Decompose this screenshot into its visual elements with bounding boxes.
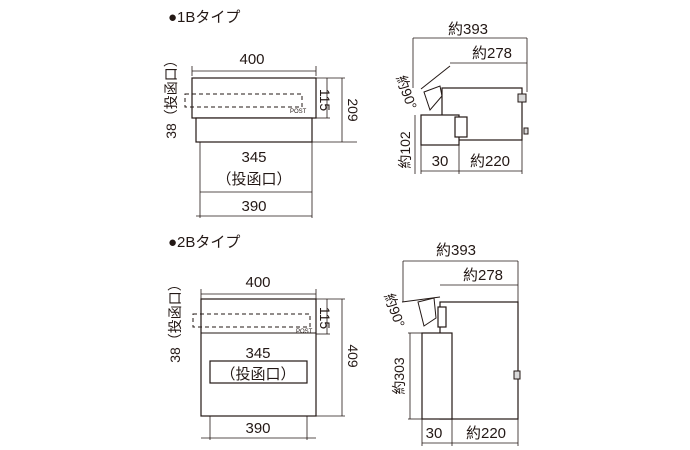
type1-slot-height-label: 38（投函口）: [163, 53, 179, 139]
type1-front-view: 400 POST 115 209 38（投函口） 345 （投函口） 390: [163, 51, 361, 218]
type1-front-depth: 30: [432, 153, 449, 170]
type2-depth-total: 約393: [436, 242, 476, 259]
type2-title: ●2Bタイプ: [168, 234, 240, 251]
type1-lid: [191, 77, 317, 119]
type1-width-bottom: 390: [241, 198, 266, 215]
type2-height: 約303: [391, 357, 407, 395]
type1-side-view: 約393 約278 約90° 約102 30 約220: [393, 21, 529, 174]
type1-height-slot: 115: [317, 89, 333, 112]
type1-depth-body: 約278: [472, 45, 512, 62]
type1-width-top: 400: [239, 51, 264, 68]
type2-angle: 約90°: [381, 291, 408, 330]
type1-body: [195, 117, 313, 143]
type2-rear-depth: 約220: [466, 425, 506, 442]
type1-post-mark: POST: [290, 109, 307, 115]
type1-slot-width: 345: [241, 149, 266, 166]
type2-height-total: 409: [345, 344, 361, 368]
type2-width-top: 400: [245, 274, 270, 291]
type1-height: 約102: [397, 131, 413, 169]
type1-slot-dashed: [184, 93, 303, 108]
type2-slot-width: 345: [245, 345, 270, 362]
type2-side-body: [439, 301, 519, 420]
type1-angle: 約90°: [393, 73, 420, 112]
type2-side-view: 約393 約278 約90° 約303 30 約220: [381, 242, 521, 446]
type1-height-total: 209: [345, 98, 361, 122]
type1-lid-open: [420, 65, 451, 90]
type2-slot-height-label: 38（投函口）: [167, 277, 183, 363]
type2-slot-label-box: [209, 360, 308, 384]
type1-rear-depth: 約220: [470, 153, 510, 170]
type1-depth-total: 約393: [448, 21, 488, 38]
type2-depth-body: 約278: [463, 267, 503, 284]
type2-side-front: [421, 332, 453, 420]
type1-slot-label: （投函口）: [216, 171, 291, 188]
type2-height-slot: 115: [317, 307, 333, 330]
type1-side-front: [420, 114, 460, 146]
type2-slot-dashed: [192, 313, 311, 328]
type2-front-depth: 30: [426, 425, 443, 442]
type2-slot-label: （投函口）: [220, 366, 295, 383]
type2-width-bottom: 390: [245, 420, 270, 437]
type1-title: ●1Bタイプ: [168, 9, 240, 26]
type2-body: [200, 298, 317, 417]
type2-post-mark: POST: [296, 329, 313, 335]
type2-front-view: 400 POST 115 409 38（投函口） 345 （投函口） 390: [167, 274, 361, 440]
